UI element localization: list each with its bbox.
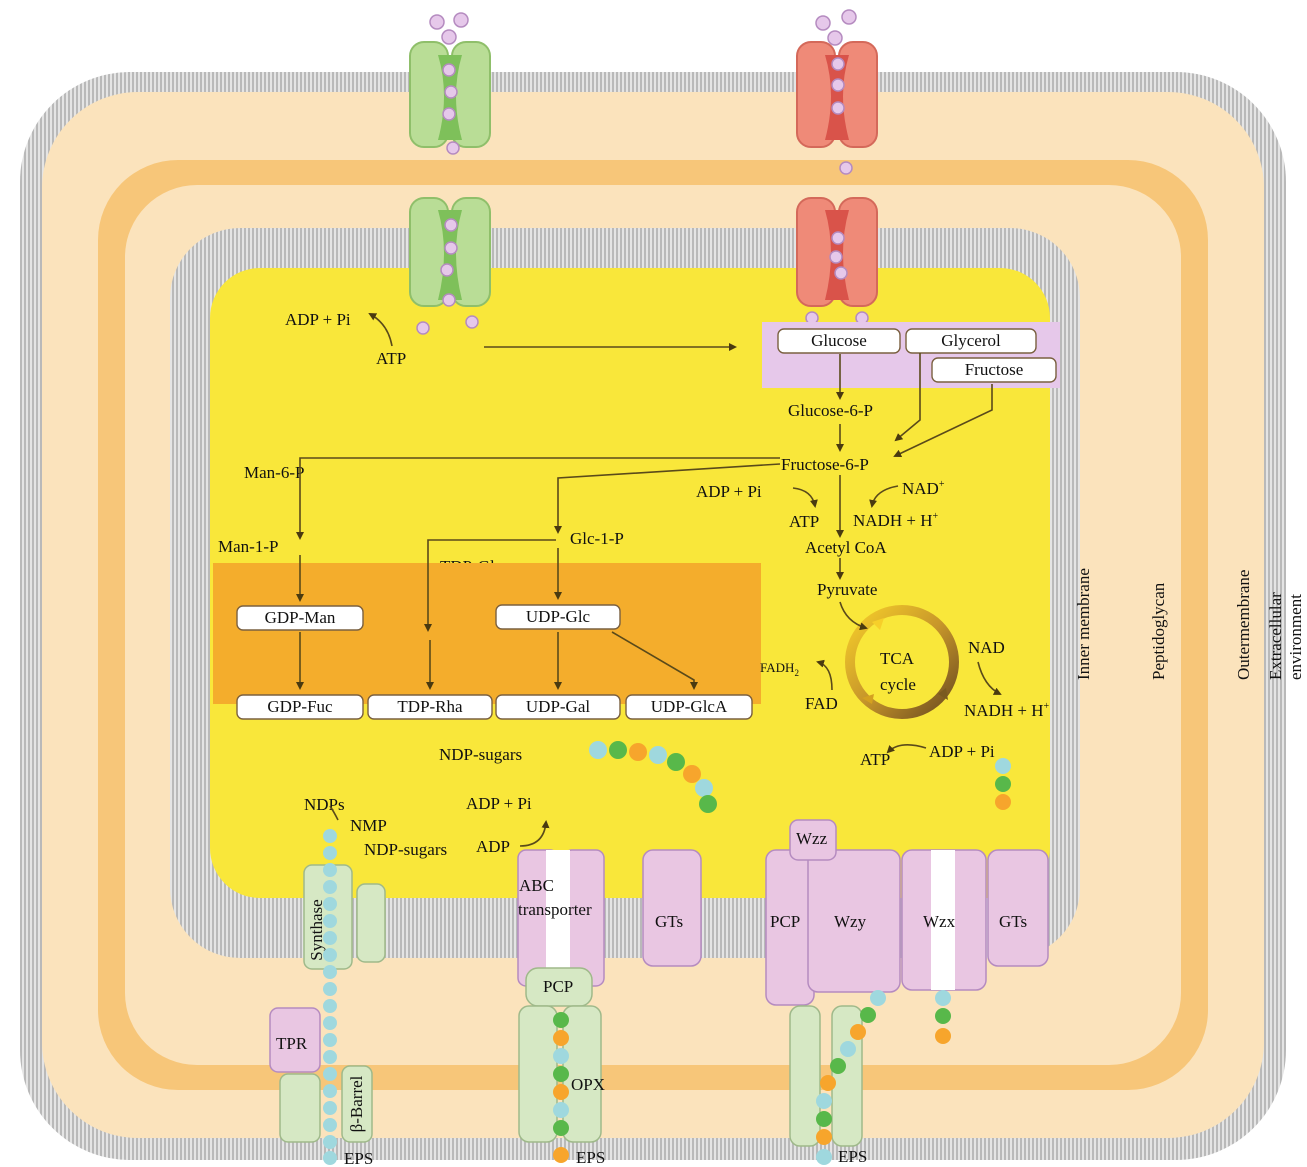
inner-membrane-label: Inner membrane xyxy=(1074,568,1093,680)
nadh-text: NADH + H xyxy=(853,511,932,530)
glycolysis-nadh: NADH + H+ xyxy=(853,511,938,530)
export-adp: ADP xyxy=(476,837,510,856)
gdp-fuc-box: GDP-Fuc xyxy=(237,695,363,719)
glycolysis-nad: NAD+ xyxy=(902,479,945,498)
abc-label-2: transporter xyxy=(518,900,592,919)
uptake-atp: ATP xyxy=(376,349,406,368)
glc-1-p: Glc-1-P xyxy=(570,529,624,548)
export-ndps: NDPs xyxy=(304,795,345,814)
eps-label-3: EPS xyxy=(838,1147,867,1166)
acetyl-coa: Acetyl CoA xyxy=(805,538,887,557)
pcp-label-1: PCP xyxy=(543,977,573,996)
glucose-box: Glucose xyxy=(778,329,900,353)
man-6-p: Man-6-P xyxy=(244,463,304,482)
gts-label-1: GTs xyxy=(655,912,683,931)
beta-barrel-label: β-Barrel xyxy=(347,1075,366,1132)
wzy-label: Wzy xyxy=(834,912,867,931)
outer-membrane-label: Outermembrane xyxy=(1234,570,1253,680)
polysaccharide-chain-tca xyxy=(995,758,1011,810)
gdp-man-label: GDP-Man xyxy=(265,608,336,627)
fructose-box: Fructose xyxy=(932,358,1056,382)
glycerol-box: Glycerol xyxy=(906,329,1036,353)
tca-nadh: NADH + H+ xyxy=(964,701,1049,720)
wzx-chain xyxy=(935,990,951,1044)
nadh-sup: + xyxy=(932,511,938,522)
glycerol-label: Glycerol xyxy=(941,331,1001,350)
abc-label-1: ABC xyxy=(519,876,554,895)
gdp-fuc-label: GDP-Fuc xyxy=(267,697,333,716)
glycolysis-atp: ATP xyxy=(789,512,819,531)
uptake-adp-pi: ADP + Pi xyxy=(285,310,351,329)
opx-label: OPX xyxy=(571,1075,605,1094)
tpr-label: TPR xyxy=(276,1034,308,1053)
fructose-6-p: Fructose-6-P xyxy=(781,455,869,474)
tca-atp: ATP xyxy=(860,750,890,769)
tca-label-2: cycle xyxy=(880,675,916,694)
glucose-6-p: Glucose-6-P xyxy=(788,401,873,420)
udp-glca-label: UDP-GlcA xyxy=(651,697,728,716)
export-nmp: NMP xyxy=(350,816,387,835)
tdp-rha-box: TDP-Rha xyxy=(368,695,492,719)
eps-label-1: EPS xyxy=(344,1149,373,1167)
udp-glc-box: UDP-Glc xyxy=(496,605,620,629)
gts-label-2: GTs xyxy=(999,912,1027,931)
gts-protein-1 xyxy=(643,850,701,966)
glucose-label: Glucose xyxy=(811,331,867,350)
peptidoglycan-label: Peptidoglycan xyxy=(1149,582,1168,680)
synthase-label: Synthase xyxy=(307,899,326,960)
eps-label-2: EPS xyxy=(576,1148,605,1167)
tca-nadh-text: NADH + H xyxy=(964,701,1043,720)
tca-nad: NAD xyxy=(968,638,1005,657)
beta-barrel-lower-left xyxy=(280,1074,320,1142)
udp-glca-box: UDP-GlcA xyxy=(626,695,752,719)
tca-label-1: TCA xyxy=(880,649,915,668)
gts-protein-2 xyxy=(988,850,1048,966)
wzi-left xyxy=(790,1006,820,1146)
extracellular-label-1: Extracellular xyxy=(1266,592,1285,680)
gdp-man-box: GDP-Man xyxy=(237,606,363,630)
export-adp-pi: ADP + Pi xyxy=(466,794,532,813)
udp-gal-box: UDP-Gal xyxy=(496,695,620,719)
opx-left xyxy=(519,1006,557,1142)
tca-nadh-sup: + xyxy=(1043,701,1049,712)
wzz-label: Wzz xyxy=(796,829,828,848)
tca-fad: FAD xyxy=(805,694,838,713)
tdp-rha-label: TDP-Rha xyxy=(397,697,463,716)
man-1-p: Man-1-P xyxy=(218,537,278,556)
pyruvate: Pyruvate xyxy=(817,580,877,599)
wzx-label: Wzx xyxy=(923,912,956,931)
tca-adp-pi: ADP + Pi xyxy=(929,742,995,761)
extracellular-label-2: environment xyxy=(1286,594,1305,680)
pcp-label-2: PCP xyxy=(770,912,800,931)
nad-sup: + xyxy=(939,479,945,490)
synthase-partner xyxy=(357,884,385,962)
glycolysis-adp-pi: ADP + Pi xyxy=(696,482,762,501)
fadh2-sub: 2 xyxy=(794,668,799,678)
fructose-label: Fructose xyxy=(965,360,1024,379)
fadh2-text: FADH xyxy=(760,660,794,675)
export-ndp-sugars: NDP-sugars xyxy=(364,840,447,859)
udp-glc-label: UDP-Glc xyxy=(526,607,591,626)
ndp-sugars-label: NDP-sugars xyxy=(439,745,522,764)
udp-gal-label: UDP-Gal xyxy=(526,697,590,716)
ndp-sugar-box xyxy=(213,563,761,704)
nad-text: NAD xyxy=(902,479,939,498)
